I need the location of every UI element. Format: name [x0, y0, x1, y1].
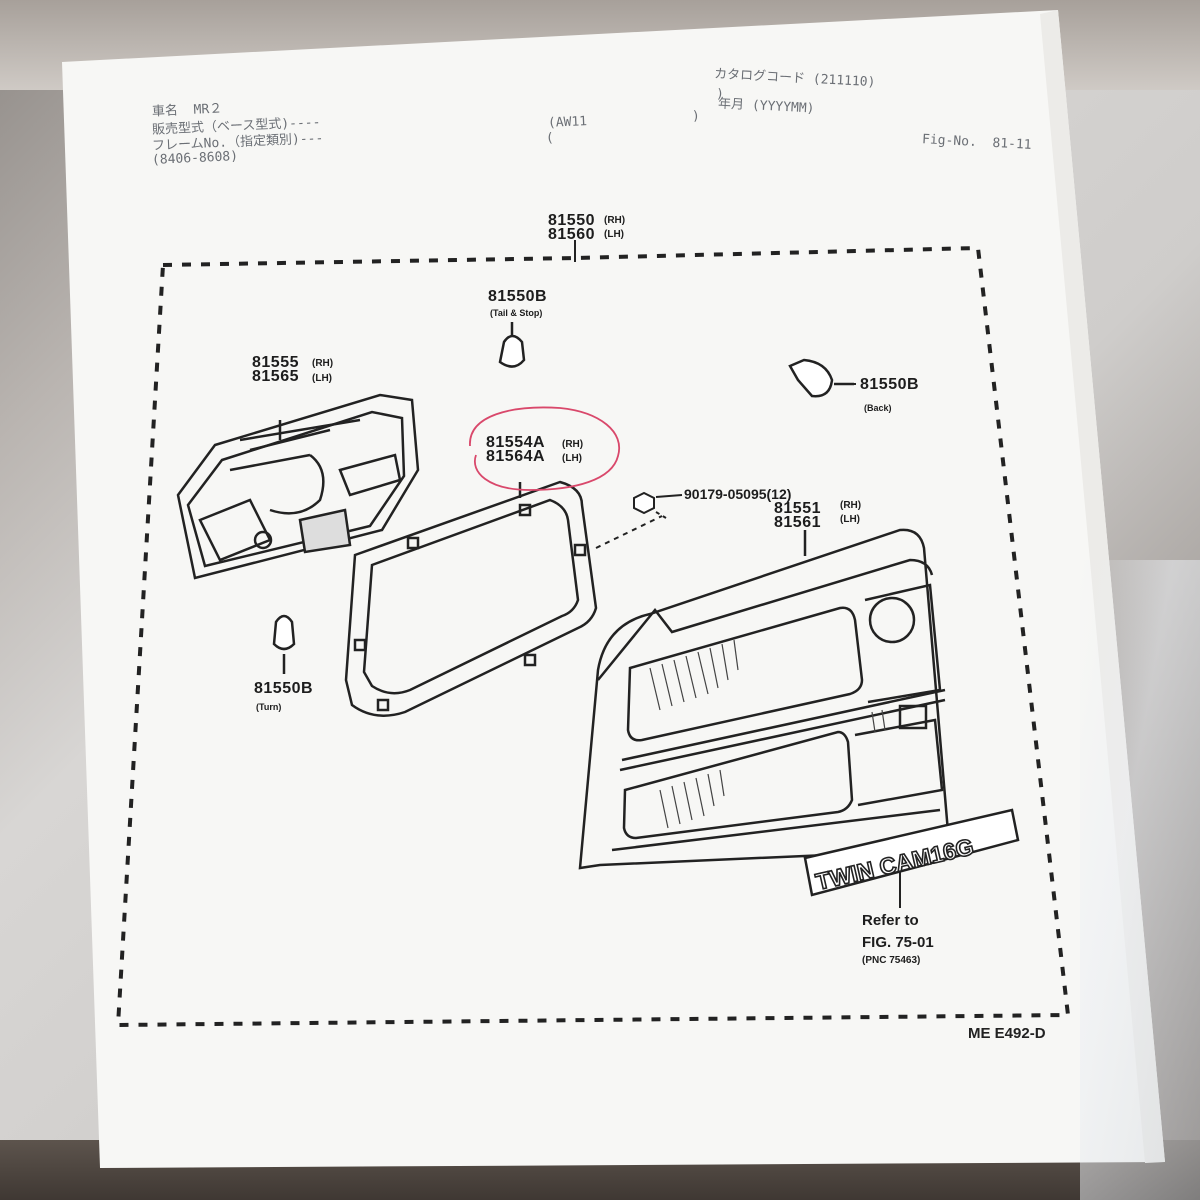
- label-assembly-lh-tag: (LH): [604, 229, 624, 240]
- label-lens-rh-tag: (RH): [840, 500, 862, 511]
- gasket-diagram: [344, 480, 598, 717]
- label-screw: 90179-05095(12): [684, 486, 792, 502]
- label-assembly-rh: 81550: [548, 212, 595, 229]
- label-bulb-turn-sub: (Turn): [256, 702, 282, 712]
- label-socket-lh: 81565: [252, 368, 299, 385]
- header-frame-open: (: [545, 130, 555, 147]
- bulb-tail-icon: [498, 322, 526, 368]
- label-refer-pnc: (PNC 75463): [862, 955, 921, 966]
- label-gasket-lh-tag: (LH): [562, 453, 582, 464]
- label-socket-lh-tag: (LH): [312, 373, 332, 384]
- bulb-turn-icon: [272, 614, 296, 674]
- label-gasket-lh: 81564A: [486, 448, 546, 465]
- label-socket-rh: 81555: [252, 354, 299, 371]
- header-model-close: ): [691, 108, 701, 125]
- emblem-diagram: [803, 808, 1020, 908]
- diagram-frame: [115, 245, 1071, 1028]
- label-bulb-turn: 81550B: [254, 680, 314, 697]
- screw-icon: [595, 491, 683, 549]
- label-lens-lh: 81561: [774, 514, 821, 531]
- label-bulb-back-sub: (Back): [864, 403, 892, 413]
- label-refer-fig: FIG. 75-01: [862, 934, 934, 951]
- header-model-code: (AW11: [547, 114, 588, 131]
- label-gasket-rh: 81554A: [486, 434, 546, 451]
- highlight-circle: [469, 406, 621, 491]
- paper-sheet: [62, 10, 1165, 1168]
- label-bulb-tail-sub: (Tail & Stop): [490, 308, 543, 318]
- socket-housing-diagram: [176, 393, 420, 580]
- plastic-sleeve: [1080, 560, 1200, 1200]
- label-assembly-rh-tag: (RH): [604, 215, 626, 226]
- label-lens-lh-tag: (LH): [840, 514, 860, 525]
- label-bulb-back: 81550B: [860, 376, 920, 393]
- label-bulb-tail: 81550B: [488, 288, 548, 305]
- label-socket-rh-tag: (RH): [312, 358, 334, 369]
- lens-hatching: [649, 639, 886, 829]
- label-lens-rh: 81551: [774, 500, 821, 517]
- label-gasket-rh-tag: (RH): [562, 439, 584, 450]
- label-refer-to: Refer to: [862, 912, 919, 929]
- label-assembly-lh: 81560: [548, 226, 595, 243]
- footer-code: ME E492-D: [968, 1025, 1046, 1042]
